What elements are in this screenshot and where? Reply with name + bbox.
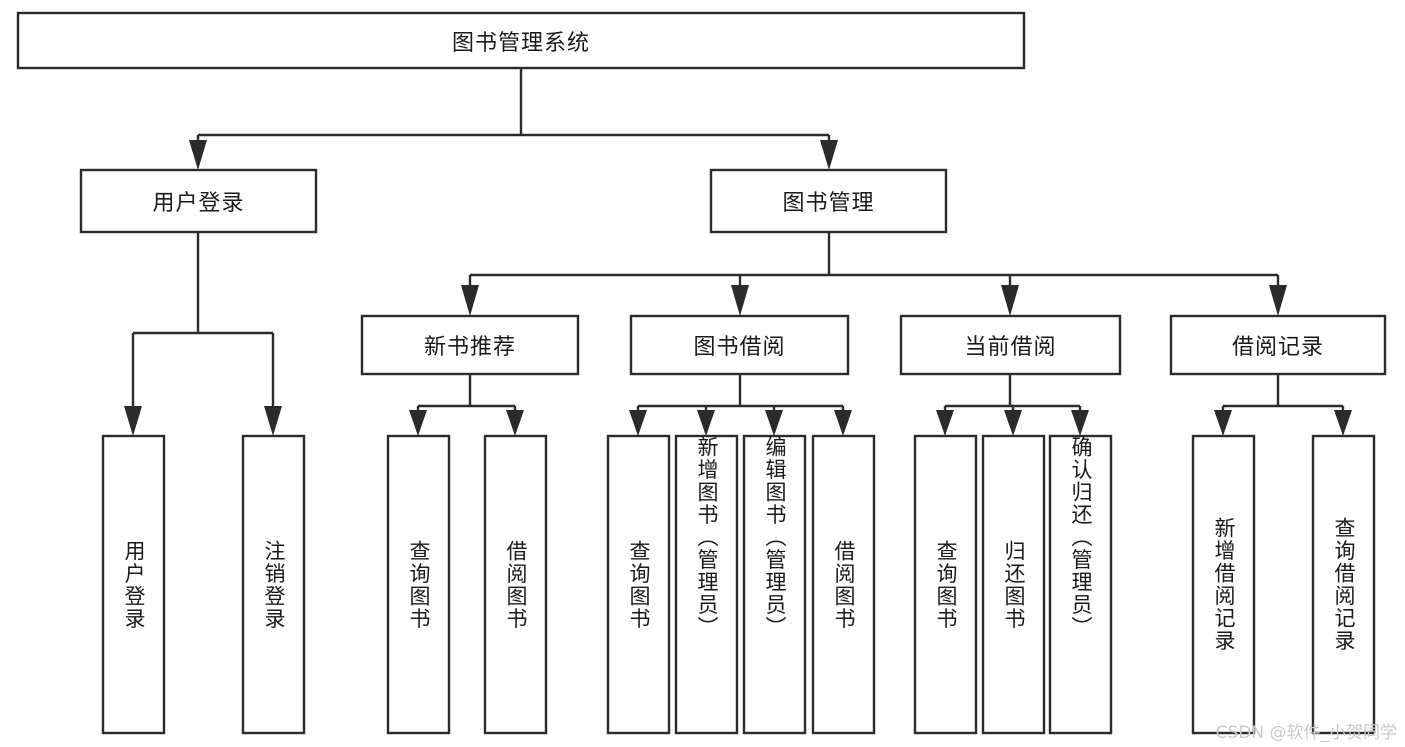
leaf-bb-borrow-box[interactable] [811,434,876,735]
arrow-to-leaf-br-query [1334,410,1352,436]
leaf-logout-box[interactable] [241,434,306,735]
arrow-to-leaf-newbook-query [409,410,427,436]
arrow-to-leaf-bb-query [629,410,647,436]
node-new-book-box[interactable] [360,314,580,376]
leaf-user-login-box[interactable] [101,434,166,735]
leaf-newbook-borrow-box[interactable] [483,434,548,735]
arrow-to-book-borrow [731,285,749,316]
leaf-bb-edit-box[interactable] [742,434,807,735]
leaf-bb-add-box[interactable] [674,434,739,735]
node-root-box[interactable] [16,11,1026,70]
leaf-cb-confirm-box[interactable] [1048,434,1113,735]
arrow-to-leaf-logout [264,406,282,436]
arrow-to-borrow-record [1269,285,1287,316]
node-book-borrow-box[interactable] [629,314,850,376]
node-user-login-box[interactable] [79,168,318,234]
arrow-to-current-borrow [1001,285,1019,316]
arrow-to-leaf-user-login [124,406,142,436]
arrow-to-new-book [461,285,479,316]
node-borrow-record-box[interactable] [1169,314,1387,376]
arrow-to-leaf-bb-borrow [834,410,852,436]
arrow-to-leaf-newbook-borrow [506,410,524,436]
leaf-br-query-box[interactable] [1311,434,1376,735]
leaf-cb-return-box[interactable] [981,434,1046,735]
node-book-manage-box[interactable] [709,168,948,234]
node-current-borrow-box[interactable] [899,314,1122,376]
arrow-to-leaf-cb-return [1004,410,1022,436]
leaf-newbook-query-box[interactable] [386,434,451,735]
arrow-to-leaf-bb-add [697,410,715,436]
arrow-to-user-login [189,140,207,170]
leaf-br-add-box[interactable] [1191,434,1256,735]
arrow-to-leaf-br-add [1214,410,1232,436]
node-box-group [16,11,1387,735]
leaf-cb-query-box[interactable] [913,434,978,735]
arrow-to-leaf-cb-query [936,410,954,436]
arrow-to-leaf-bb-edit [765,410,783,436]
leaf-bb-query-box[interactable] [606,434,671,735]
connector-group [124,68,1352,436]
arrow-to-leaf-cb-confirm [1071,410,1089,436]
arrow-to-book-manage [820,140,838,170]
